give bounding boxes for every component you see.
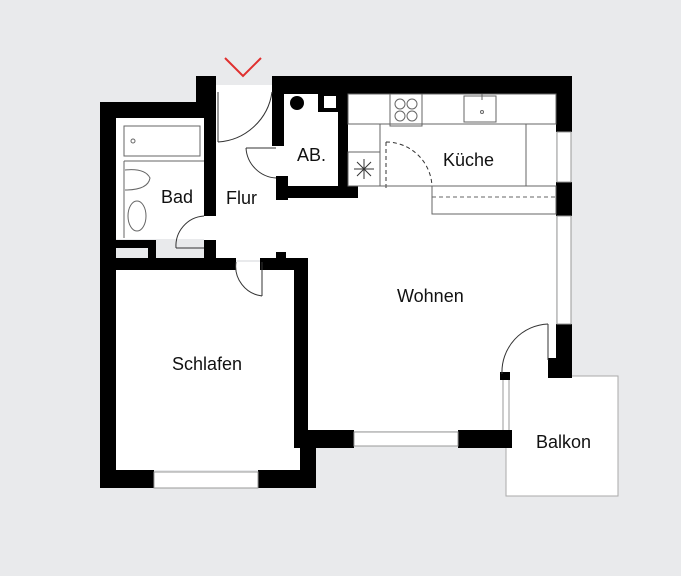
floor [116,85,556,470]
walls [100,76,572,488]
bathtub-icon [123,125,201,157]
room-label-ab: AB. [297,145,326,165]
room-label-bad: Bad [161,187,193,207]
meter-star-icon [354,159,374,179]
room-label-wohnen: Wohnen [397,286,464,306]
room-label-balkon: Balkon [536,432,591,452]
room-label-flur: Flur [226,188,257,208]
fixtures [123,93,557,238]
windows [153,131,572,489]
entrance-chevron-icon [224,57,262,78]
door-swings [175,91,549,430]
sink-icon [463,95,497,123]
stove-icon [389,93,423,127]
room-label-schlafen: Schlafen [172,354,242,374]
room-label-kueche: Küche [443,150,494,170]
washbasin-icon [127,200,147,232]
boiler-icon [290,96,304,110]
toilet-icon [124,169,151,191]
